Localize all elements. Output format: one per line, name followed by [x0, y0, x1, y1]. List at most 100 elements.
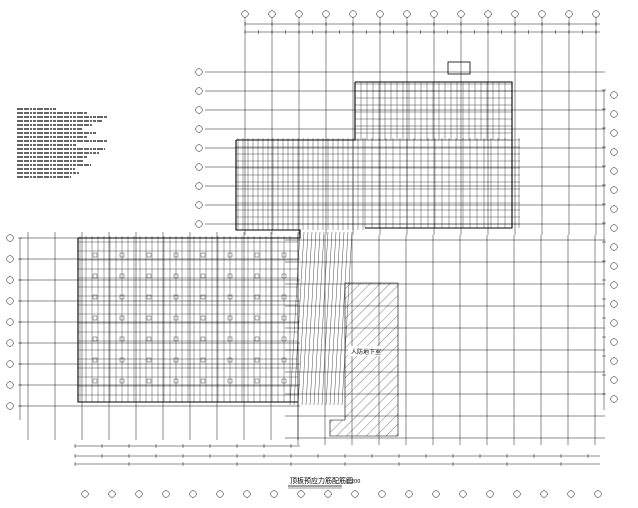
- axis-bubble: [351, 490, 359, 498]
- rebar-line: [289, 231, 301, 406]
- axis-bubble: [195, 106, 203, 114]
- axis-bubble: [610, 319, 618, 327]
- rebar-line: [297, 231, 309, 406]
- axis-bubbles: [6, 10, 618, 498]
- axis-bubble: [6, 381, 14, 389]
- column-mark: [119, 378, 125, 384]
- drawing-title: 顶板预应力筋配筋图: [290, 476, 353, 485]
- axis-bubble: [195, 68, 203, 76]
- column-mark: [254, 336, 260, 342]
- axis-bubble: [565, 10, 573, 18]
- axis-bubble: [540, 490, 548, 498]
- column-mark: [173, 336, 179, 342]
- axis-bubble: [405, 490, 413, 498]
- column-mark: [227, 252, 233, 258]
- column-mark: [227, 378, 233, 384]
- column-mark: [227, 294, 233, 300]
- axis-bubble: [195, 144, 203, 152]
- column-mark: [227, 315, 233, 321]
- axis-bubble: [6, 234, 14, 242]
- axis-bubble: [610, 357, 618, 365]
- column-mark: [200, 378, 206, 384]
- column-mark: [227, 336, 233, 342]
- axis-bubble: [376, 10, 384, 18]
- axis-bubble: [610, 91, 618, 99]
- column-mark: [281, 357, 287, 363]
- column-mark: [254, 273, 260, 279]
- column-mark: [146, 357, 152, 363]
- column-mark: [173, 378, 179, 384]
- axis-bubble: [322, 10, 330, 18]
- axis-bubble: [6, 402, 14, 410]
- rebar-line: [305, 231, 317, 406]
- axis-bubble: [610, 186, 618, 194]
- axis-bubble: [195, 220, 203, 228]
- column-mark: [200, 357, 206, 363]
- column-mark: [254, 294, 260, 300]
- column-mark: [281, 378, 287, 384]
- column-mark: [173, 315, 179, 321]
- rebar-line: [317, 231, 329, 406]
- axis-bubble: [592, 10, 600, 18]
- axis-bubble: [195, 87, 203, 95]
- slab-outline: [77, 140, 301, 403]
- axis-bubble: [6, 297, 14, 305]
- column-mark: [92, 315, 98, 321]
- column-mark: [200, 336, 206, 342]
- axis-bubble: [189, 490, 197, 498]
- column-mark: [92, 252, 98, 258]
- axis-bubble: [610, 300, 618, 308]
- axis-bubble: [295, 10, 303, 18]
- axis-bubble: [243, 490, 251, 498]
- axis-bubble: [610, 376, 618, 384]
- axis-bubble: [610, 148, 618, 156]
- axis-bubble: [195, 182, 203, 190]
- axis-bubble: [162, 490, 170, 498]
- stair-mark: [447, 61, 471, 75]
- column-mark: [200, 294, 206, 300]
- axis-bubble: [6, 318, 14, 326]
- column-mark: [146, 336, 152, 342]
- rebar-line: [329, 231, 341, 406]
- column-mark: [119, 315, 125, 321]
- general-notes-block: [17, 108, 107, 178]
- column-mark: [146, 294, 152, 300]
- axis-bubble: [81, 490, 89, 498]
- column-mark: [173, 252, 179, 258]
- axis-bubble: [241, 10, 249, 18]
- column-mark: [173, 357, 179, 363]
- axis-bubble: [270, 490, 278, 498]
- column-mark: [92, 378, 98, 384]
- axis-bubble: [378, 490, 386, 498]
- column-mark: [119, 357, 125, 363]
- column-mark: [146, 273, 152, 279]
- column-mark: [146, 315, 152, 321]
- axis-bubble: [349, 10, 357, 18]
- axis-bubble: [567, 490, 575, 498]
- axis-bubble: [403, 10, 411, 18]
- rebar-line: [313, 231, 325, 406]
- column-mark: [281, 273, 287, 279]
- column-mark: [119, 252, 125, 258]
- column-mark: [227, 273, 233, 279]
- slab-outline: [236, 82, 356, 141]
- column-mark: [254, 378, 260, 384]
- column-mark: [200, 252, 206, 258]
- rebar-line: [325, 231, 337, 406]
- column-mark: [92, 336, 98, 342]
- axis-bubble: [457, 10, 465, 18]
- axis-bubble: [268, 10, 276, 18]
- column-mark: [200, 273, 206, 279]
- axis-bubble: [610, 243, 618, 251]
- axis-bubble: [610, 338, 618, 346]
- column-mark: [227, 357, 233, 363]
- axis-bubble: [538, 10, 546, 18]
- dimension-lines: [18, 22, 606, 466]
- hatched-basement-area: [329, 282, 399, 437]
- rebar-line: [309, 231, 321, 406]
- axis-bubble: [430, 10, 438, 18]
- column-mark: [146, 378, 152, 384]
- axis-bubble: [610, 262, 618, 270]
- column-mark: [254, 252, 260, 258]
- column-mark: [200, 315, 206, 321]
